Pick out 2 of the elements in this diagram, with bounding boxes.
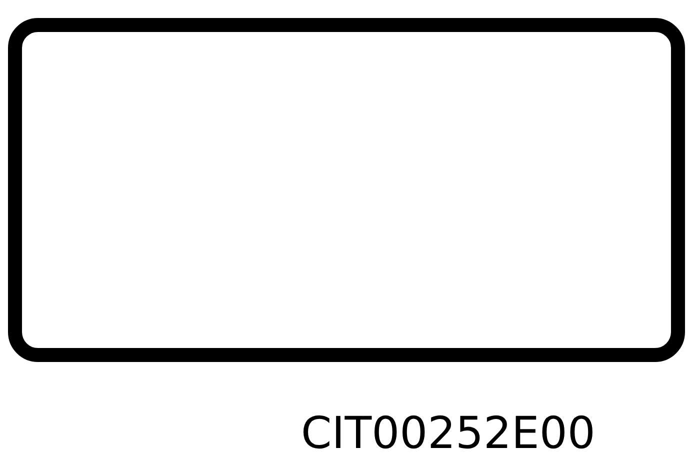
part-code: CIT00252E00 (301, 412, 596, 456)
rounded-rectangle (8, 18, 685, 362)
